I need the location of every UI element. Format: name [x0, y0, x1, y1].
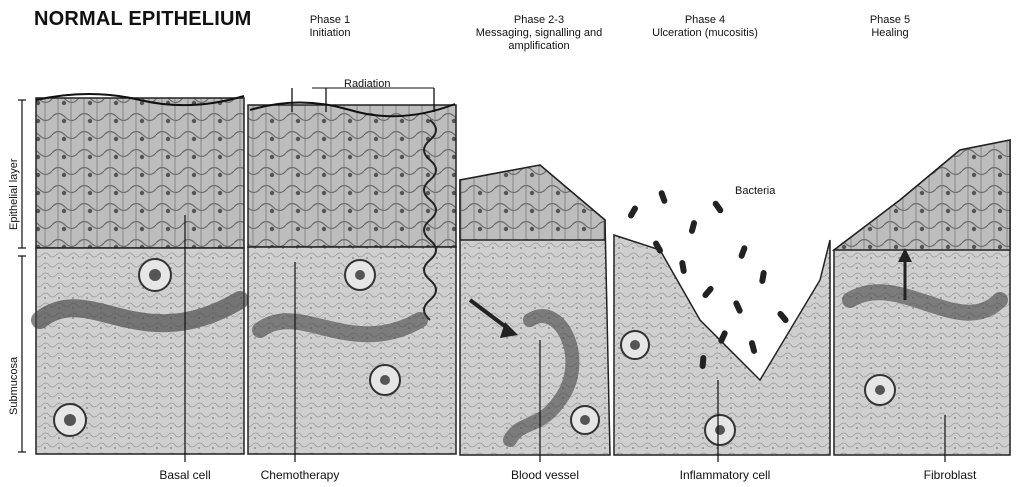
panel-phase-2-3 — [460, 165, 610, 462]
inflammatory-cell-label: Inflammatory cell — [660, 468, 790, 482]
panel-normal — [36, 94, 244, 462]
panel-phase-4 — [614, 189, 830, 462]
chemotherapy-label: Chemotherapy — [245, 468, 355, 482]
bacteria-label: Bacteria — [735, 185, 775, 197]
panel-phase-5 — [834, 140, 1010, 462]
epithelial-layer-label: Epithelial layer — [8, 158, 20, 230]
blood-vessel-label: Blood vessel — [490, 468, 600, 482]
basal-cell-label: Basal cell — [135, 468, 235, 482]
fibroblast-label: Fibroblast — [900, 468, 1000, 482]
submucosa-label: Submucosa — [8, 357, 20, 415]
panel-phase-1 — [248, 88, 456, 462]
radiation-label: Radiation — [344, 78, 390, 90]
